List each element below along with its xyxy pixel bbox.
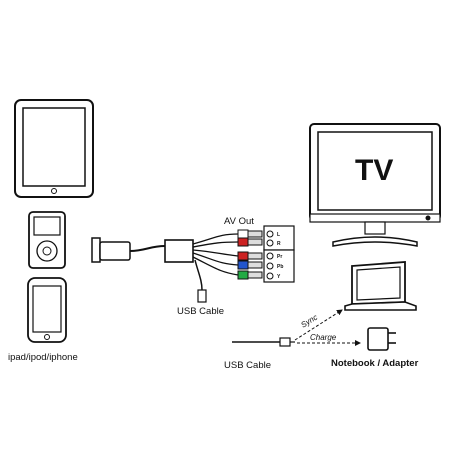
tv-label: TV — [355, 154, 393, 187]
usb-cable-bottom — [232, 337, 295, 347]
sync-arrow — [294, 309, 343, 341]
pin-label-r: R — [277, 241, 281, 247]
main-cable — [129, 245, 166, 252]
av-plug-y — [237, 270, 249, 280]
splitter-box — [164, 239, 194, 263]
av-cables — [192, 233, 239, 276]
av-out-label: AV Out — [224, 216, 254, 227]
devices-label: ipad/ipod/iphone — [8, 352, 78, 363]
notebook-icon — [344, 261, 417, 311]
dock-connector-icon — [91, 237, 131, 263]
adapter-icon — [367, 327, 396, 351]
notebook-adapter-label: Notebook / Adapter — [331, 358, 419, 369]
ipod-icon — [28, 211, 66, 269]
av-plug-r — [237, 237, 249, 247]
av-plugs — [237, 229, 263, 280]
usb-cable-top-label: USB Cable — [177, 306, 224, 317]
usb-cable-bottom-label: USB Cable — [224, 360, 271, 371]
iphone-icon — [27, 277, 67, 343]
ipad-icon — [14, 99, 94, 198]
pin-label-l: L — [277, 232, 280, 238]
av-socket-icons — [266, 230, 274, 280]
pin-label-pr: Pr — [277, 254, 282, 260]
usb-plug-icon — [197, 289, 207, 303]
sync-label: Sync — [299, 313, 319, 330]
usb-cable-top — [194, 259, 203, 291]
pin-label-y: Y — [277, 274, 281, 280]
av-plug-pr — [237, 251, 249, 261]
pin-label-pb: Pb — [277, 264, 283, 270]
charge-label: Charge — [310, 333, 337, 342]
av-plug-pb — [237, 260, 249, 270]
av-socket-panel — [263, 225, 295, 283]
av-plug-l — [237, 229, 249, 239]
tv-icon — [309, 123, 441, 247]
